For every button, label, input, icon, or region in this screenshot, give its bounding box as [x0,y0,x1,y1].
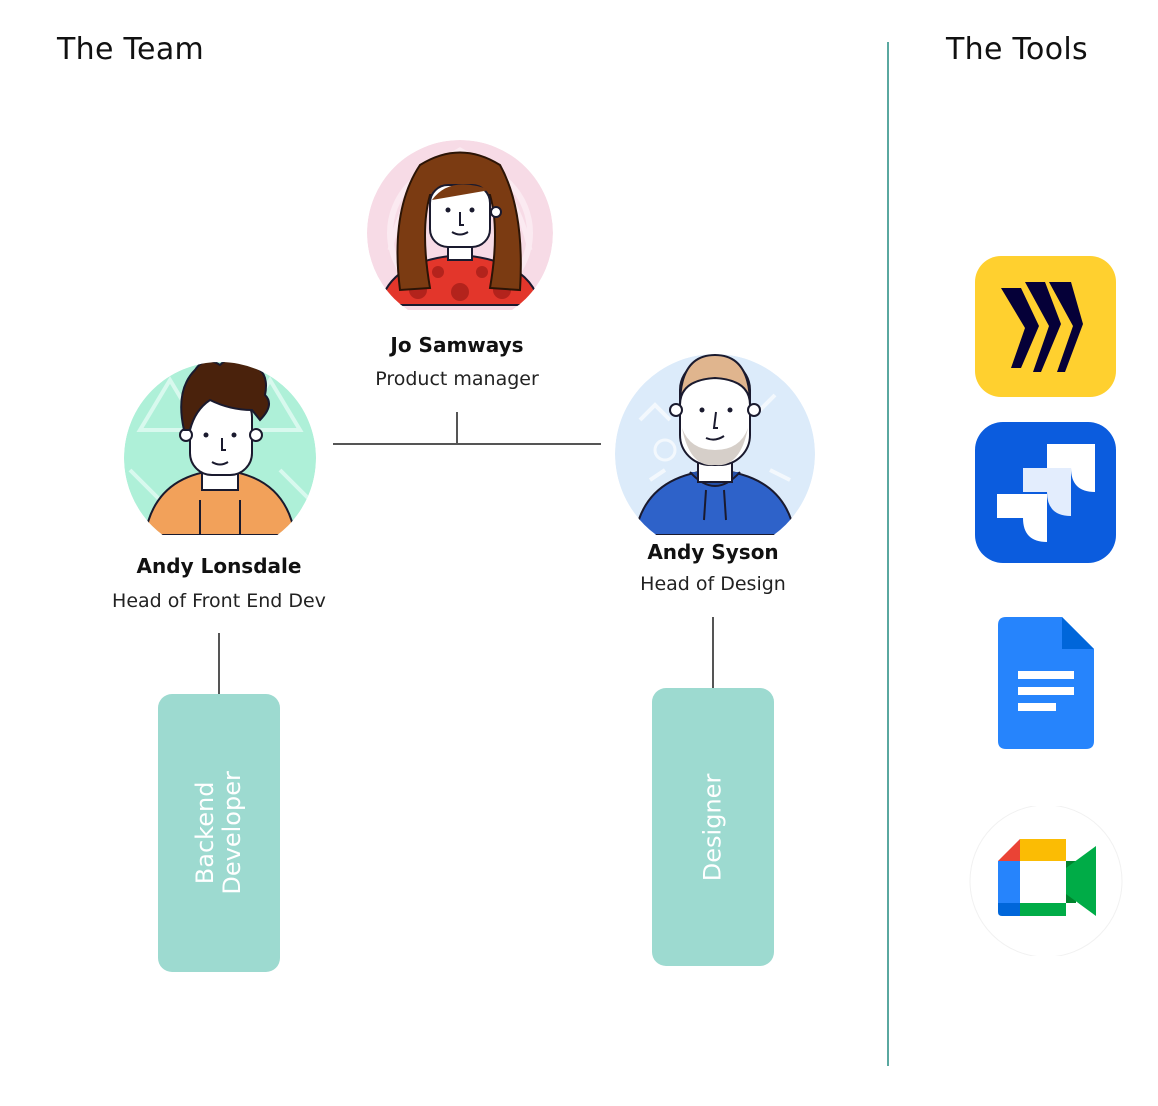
andy-syson-name: Andy Syson [647,540,779,564]
backend-developer-card[interactable]: Backend Developer [158,694,280,972]
connector-jo-stem [456,412,458,444]
connector-horizontal [333,443,601,445]
jo-samways-role: Product manager [375,368,539,390]
designer-label: Designer [698,773,727,881]
google-docs-icon[interactable] [998,617,1094,749]
connector-lonsdale-backend [218,633,220,695]
andy-syson-avatar [615,354,815,535]
andy-syson-role: Head of Design [640,573,786,595]
jira-icon[interactable] [975,422,1116,563]
andy-lonsdale-role: Head of Front End Dev [112,590,326,612]
miro-icon[interactable] [975,256,1116,397]
jo-samways-avatar [367,140,553,310]
team-heading: The Team [57,32,205,67]
tools-heading: The Tools [946,32,1088,67]
andy-lonsdale-avatar [124,362,316,535]
backend-developer-label: Backend Developer [191,771,246,895]
section-divider [887,42,889,1066]
connector-syson-designer [712,617,714,688]
andy-lonsdale-name: Andy Lonsdale [136,554,302,578]
google-meet-icon[interactable] [968,806,1124,956]
jo-samways-name: Jo Samways [390,333,524,357]
designer-card[interactable]: Designer [652,688,774,966]
